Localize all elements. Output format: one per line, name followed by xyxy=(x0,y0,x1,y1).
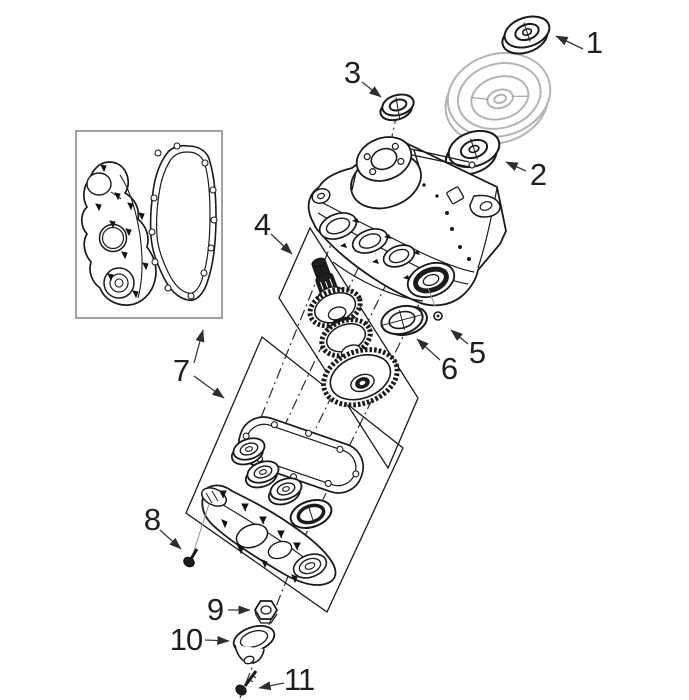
callout-1: 1 xyxy=(555,25,603,60)
callout-3-label: 3 xyxy=(344,55,360,90)
washer-b xyxy=(244,460,280,489)
cap-10 xyxy=(232,624,276,665)
callout-9: 9 xyxy=(207,592,251,627)
pin-5 xyxy=(427,287,443,321)
callout-6-label: 6 xyxy=(441,351,457,386)
input-flange xyxy=(355,136,413,182)
callout-8-label: 8 xyxy=(144,502,160,537)
cover-studs xyxy=(219,490,301,584)
flange-bolt-hole xyxy=(397,157,405,165)
gear-shaft-assembly xyxy=(307,257,400,408)
callout-10: 10 xyxy=(170,622,230,657)
flange-bolt-hole xyxy=(391,142,399,150)
washer-c xyxy=(267,477,303,506)
callout-3: 3 xyxy=(344,55,382,98)
callout-7-label: 7 xyxy=(173,353,189,388)
oil-seal-3 xyxy=(379,93,415,122)
nut-9 xyxy=(254,600,278,624)
flange-bolt-hole xyxy=(363,153,371,161)
callout-7: 7 xyxy=(173,329,225,399)
inset-box xyxy=(75,130,223,319)
callouts: 1 2 3 4 5 6 7 8 xyxy=(144,25,603,697)
callout-5: 5 xyxy=(450,329,486,370)
bearing-washer-row xyxy=(230,437,333,529)
washer-d xyxy=(289,499,333,529)
band-studs xyxy=(340,218,420,280)
callout-11-label: 11 xyxy=(284,662,314,697)
bearing-1 xyxy=(501,15,551,55)
cover-end-boss xyxy=(200,487,228,507)
housing-plate-detail xyxy=(446,186,465,205)
cover-plane-outline xyxy=(185,335,404,613)
cover-bolts xyxy=(95,164,149,299)
bottom-cover xyxy=(200,484,337,586)
pulley-ghost xyxy=(444,52,552,145)
cover-gasket xyxy=(148,142,218,302)
callout-8: 8 xyxy=(144,502,182,550)
callout-4: 4 xyxy=(254,207,293,255)
callout-10-label: 10 xyxy=(170,622,203,657)
callout-1-label: 1 xyxy=(586,25,602,60)
callout-2: 2 xyxy=(505,157,547,192)
callout-9-label: 9 xyxy=(207,592,223,627)
washer-6 xyxy=(380,304,428,337)
right-mount-ear xyxy=(469,194,501,218)
screw-11 xyxy=(235,670,258,696)
gearbox-housing xyxy=(307,136,507,307)
housing-bolt-dots xyxy=(422,183,471,261)
callout-2-label: 2 xyxy=(530,157,546,192)
callout-5-label: 5 xyxy=(469,335,485,370)
gasket-holes xyxy=(148,142,218,300)
bearing-seats xyxy=(318,212,456,299)
side-cover xyxy=(80,161,157,306)
flange-bolt-hole xyxy=(369,168,377,176)
callout-11: 11 xyxy=(258,662,315,697)
bolt-8 xyxy=(183,503,210,568)
left-mount-ear xyxy=(311,187,331,205)
gear-plane-outline xyxy=(278,226,419,470)
output-boss xyxy=(292,553,328,579)
washer-a xyxy=(230,437,266,466)
top-rod xyxy=(410,148,476,169)
drain-axis-line xyxy=(239,555,297,699)
callout-6: 6 xyxy=(416,338,458,386)
callout-4-label: 4 xyxy=(254,207,271,242)
